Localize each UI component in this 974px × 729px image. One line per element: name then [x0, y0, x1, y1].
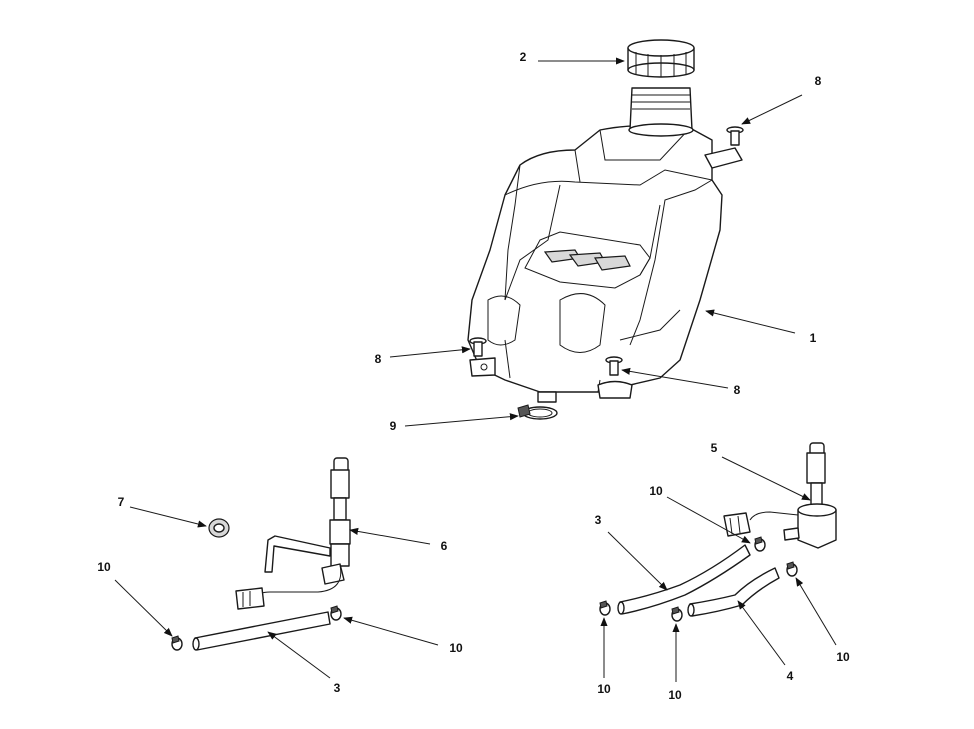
callout-10-right-far: 10 [836, 650, 850, 664]
leader-3-right [607, 531, 668, 591]
leader-4 [737, 600, 786, 666]
leader-10-left-mid [343, 616, 439, 646]
bolt-bottom [605, 356, 623, 376]
clamp-right-b [786, 561, 798, 577]
callout-2-fuel-cap: 2 [519, 50, 527, 64]
callout-9-hose-clamp: 9 [389, 419, 397, 433]
callout-5-fuel-valve: 5 [710, 441, 718, 455]
clamp-left-b [330, 605, 342, 621]
callout-4-hose: 4 [786, 669, 794, 683]
leader-1 [705, 309, 796, 334]
leader-5 [721, 456, 811, 501]
leader-6 [349, 527, 431, 545]
bolt-top [726, 126, 744, 146]
filler-neck [628, 87, 694, 137]
bolt-left [469, 337, 487, 357]
leader-lines [114, 57, 837, 682]
callout-7-grommet: 7 [117, 495, 125, 509]
leader-3-left [267, 631, 331, 679]
clamp-right-a [754, 536, 766, 552]
leader-9 [404, 413, 519, 427]
leader-10-right-far [795, 577, 837, 646]
leader-8-bottom [621, 367, 729, 389]
left-fuel-valve [235, 457, 351, 610]
callout-10-right-top: 10 [649, 484, 663, 498]
fuel-tank [467, 124, 743, 403]
callout-8-bolt-bottom: 8 [733, 383, 741, 397]
leader-7 [129, 506, 207, 528]
right-fuel-valve [723, 442, 837, 549]
clamp-right-d [671, 606, 683, 622]
fuel-cap [627, 39, 695, 78]
grommet [208, 518, 230, 538]
clamp-left-a [171, 635, 183, 651]
leader-10-right-top [666, 496, 751, 544]
clamp-right-c [599, 600, 611, 616]
right-hose [617, 544, 751, 615]
callout-10-left-top: 10 [97, 560, 111, 574]
callout-10-right-bottom-b: 10 [668, 688, 682, 702]
callout-3-right-hose: 3 [594, 513, 602, 527]
hose-clamp [517, 404, 558, 420]
callout-1-fuel-tank: 1 [809, 331, 817, 345]
callout-10-left-mid: 10 [449, 641, 463, 655]
callout-10-right-bottom-a: 10 [597, 682, 611, 696]
leader-8-left [389, 346, 471, 358]
callout-3-left-hose: 3 [333, 681, 341, 695]
leader-10-left-top [114, 579, 173, 637]
leader-8-top [741, 94, 803, 125]
callout-6-fuel-valve: 6 [440, 539, 448, 553]
right-hose-4 [687, 567, 780, 617]
callout-8-bolt-top: 8 [814, 74, 822, 88]
callout-8-bolt-left: 8 [374, 352, 382, 366]
left-hose [192, 611, 331, 651]
